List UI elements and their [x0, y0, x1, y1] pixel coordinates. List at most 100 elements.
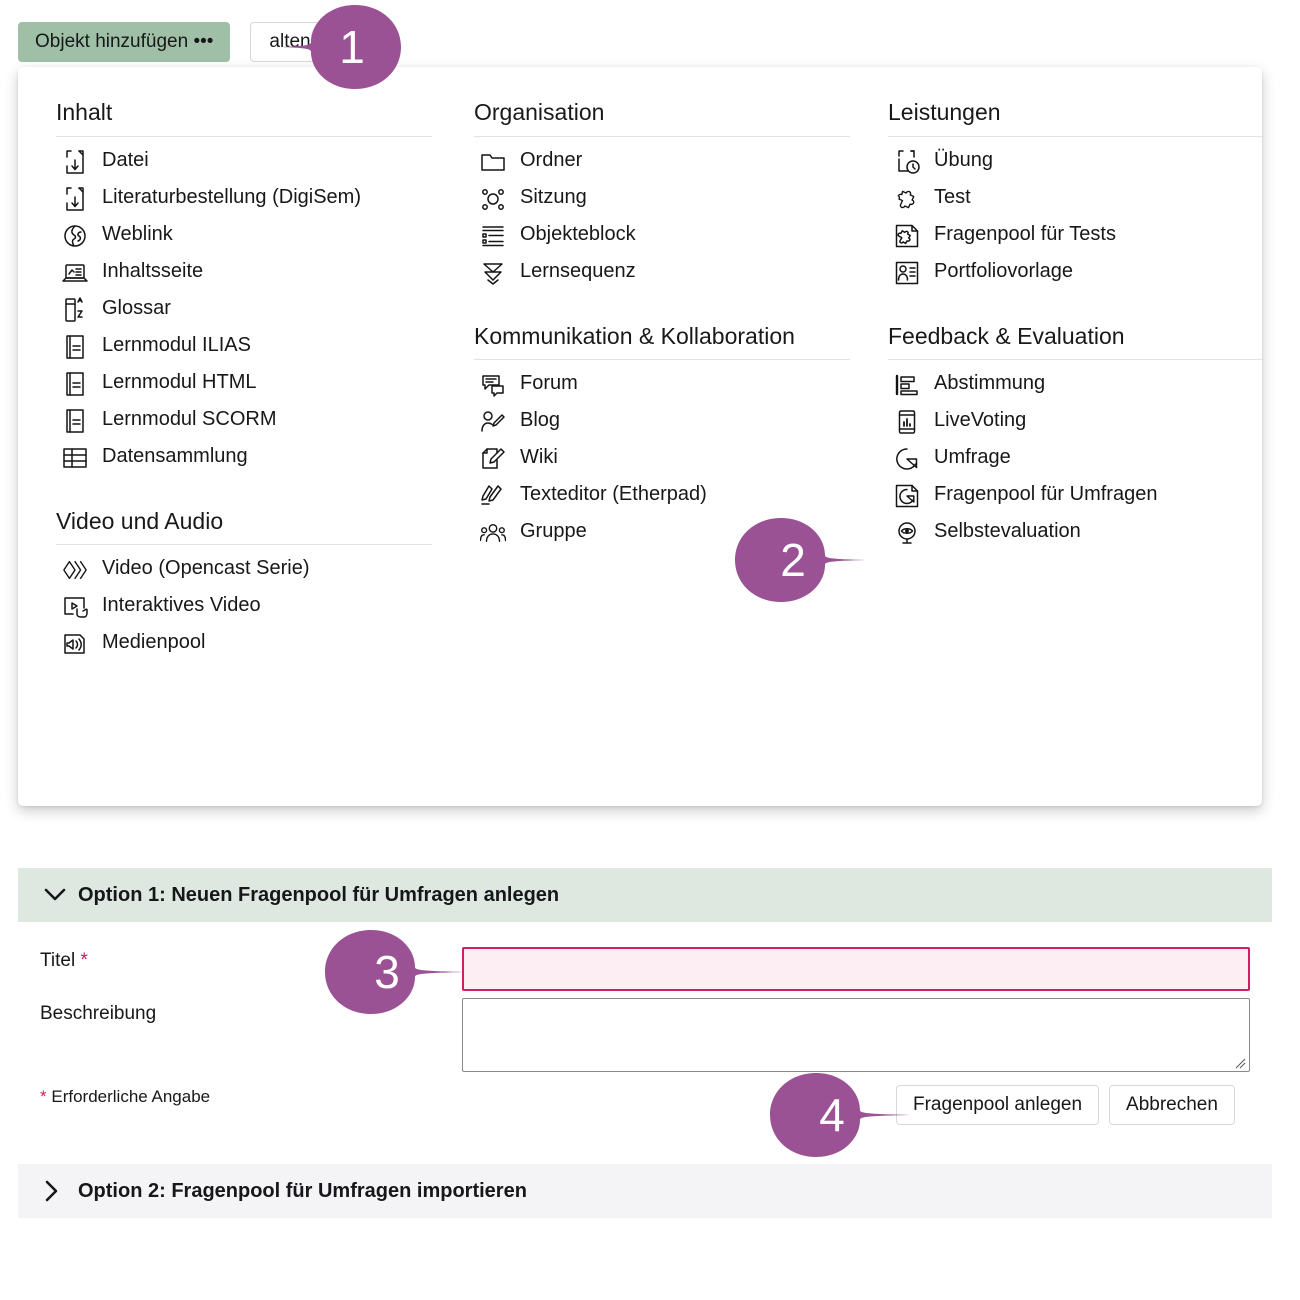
menu-item-fragenpool-f-r-umfragen[interactable]: Fragenpool für Umfragen: [888, 477, 1264, 514]
menu-item-medienpool[interactable]: Medienpool: [56, 625, 432, 662]
menu-item-wiki[interactable]: Wiki: [474, 440, 850, 477]
menu-item-lernmodul-ilias[interactable]: Lernmodul ILIAS: [56, 328, 432, 365]
menu-item-literaturbestellung-digisem[interactable]: Literaturbestellung (DigiSem): [56, 180, 432, 217]
menu-item-label: Forum: [520, 372, 578, 395]
menu-item-label: Interaktives Video: [102, 594, 261, 617]
add-object-button[interactable]: Objekt hinzufügen •••: [18, 22, 231, 62]
menu-item-livevoting[interactable]: LiveVoting: [888, 403, 1264, 440]
callout-marker-1: 1: [281, 5, 401, 89]
menu-item-lernmodul-scorm[interactable]: Lernmodul SCORM: [56, 402, 432, 439]
menu-item-forum[interactable]: Forum: [474, 366, 850, 403]
interactive-video-icon: [62, 594, 88, 620]
menu-item-interaktives-video[interactable]: Interaktives Video: [56, 588, 432, 625]
learning-sequence-icon: [480, 260, 506, 286]
content-page-icon: [62, 260, 88, 286]
section-header: Inhalt: [56, 99, 432, 137]
cancel-button[interactable]: Abbrechen: [1109, 1085, 1235, 1125]
menu-item-portfoliovorlage[interactable]: Portfoliovorlage: [888, 254, 1264, 291]
resize-grip-icon: [1235, 1058, 1246, 1069]
video-series-icon: [62, 557, 88, 583]
section-header: Feedback & Evaluation: [888, 323, 1264, 361]
menu-item-fragenpool-f-r-tests[interactable]: Fragenpool für Tests: [888, 217, 1264, 254]
option2-accordion-header[interactable]: Option 2: Fragenpool für Umfragen import…: [18, 1164, 1272, 1218]
menu-item-lernsequenz[interactable]: Lernsequenz: [474, 254, 850, 291]
option1-accordion-header[interactable]: Option 1: Neuen Fragenpool für Umfragen …: [18, 868, 1272, 922]
menu-item-label: Ordner: [520, 148, 583, 171]
menu-item-bung[interactable]: Übung: [888, 143, 1264, 180]
menu-item-texteditor-etherpad[interactable]: Texteditor (Etherpad): [474, 477, 850, 514]
menu-item-label: Übung: [934, 148, 993, 171]
menu-item-label: Lernsequenz: [520, 259, 636, 282]
titel-input[interactable]: [462, 947, 1250, 991]
question-pool-tests-icon: [894, 223, 920, 249]
chevron-right-icon: [44, 1180, 70, 1202]
menu-item-ordner[interactable]: Ordner: [474, 143, 850, 180]
session-icon: [480, 186, 506, 212]
menu-item-label: Gruppe: [520, 520, 587, 543]
menu-item-datei[interactable]: Datei: [56, 143, 432, 180]
menu-item-glossar[interactable]: Glossar: [56, 291, 432, 328]
menu-item-label: Datei: [102, 148, 149, 171]
menu-item-selbstevaluation[interactable]: Selbstevaluation: [888, 514, 1264, 551]
globe-icon: [62, 223, 88, 249]
survey-pie-icon: [894, 446, 920, 472]
callout-marker-4: 4: [770, 1073, 910, 1157]
group-icon: [480, 520, 506, 546]
menu-item-umfrage[interactable]: Umfrage: [888, 440, 1264, 477]
object-block-icon: [480, 223, 506, 249]
question-pool-surveys-icon: [894, 483, 920, 509]
menu-item-label: Objekteblock: [520, 222, 636, 245]
menu-item-label: Medienpool: [102, 631, 206, 654]
menu-item-objekteblock[interactable]: Objekteblock: [474, 217, 850, 254]
menu-item-video-opencast-serie[interactable]: Video (Opencast Serie): [56, 551, 432, 588]
menu-item-label: Texteditor (Etherpad): [520, 483, 707, 506]
self-evaluation-eye-icon: [894, 520, 920, 546]
option2-title: Option 2: Fragenpool für Umfragen import…: [78, 1179, 527, 1202]
test-puzzle-icon: [894, 186, 920, 212]
required-asterisk: *: [80, 950, 88, 971]
menu-item-inhaltsseite[interactable]: Inhaltsseite: [56, 254, 432, 291]
section-header: Organisation: [474, 99, 850, 137]
menu-item-abstimmung[interactable]: Abstimmung: [888, 366, 1264, 403]
menu-item-blog[interactable]: Blog: [474, 403, 850, 440]
menu-item-label: Umfrage: [934, 446, 1011, 469]
menu-item-label: Wiki: [520, 446, 558, 469]
option1-title: Option 1: Neuen Fragenpool für Umfragen …: [78, 883, 560, 906]
menu-item-test[interactable]: Test: [888, 180, 1264, 217]
menu-item-label: Abstimmung: [934, 372, 1046, 395]
menu-item-label: Literaturbestellung (DigiSem): [102, 185, 362, 208]
section-header: Video und Audio: [56, 508, 432, 546]
menu-item-label: Portfoliovorlage: [934, 259, 1073, 282]
beschreibung-textarea[interactable]: [462, 998, 1250, 1072]
menu-item-label: Video (Opencast Serie): [102, 557, 310, 580]
folder-icon: [480, 149, 506, 175]
file-download-icon: [62, 186, 88, 212]
form-buttons: Fragenpool anlegen Abbrechen: [896, 1085, 1235, 1125]
menu-item-weblink[interactable]: Weblink: [56, 217, 432, 254]
poll-bars-icon: [894, 372, 920, 398]
exercise-clock-icon: [894, 149, 920, 175]
menu-item-datensammlung[interactable]: Datensammlung: [56, 439, 432, 476]
menu-item-label: Weblink: [102, 222, 173, 245]
forum-icon: [480, 372, 506, 398]
etherpad-icon: [480, 483, 506, 509]
learning-module-icon: [62, 371, 88, 397]
menu-item-label: LiveVoting: [934, 409, 1027, 432]
menu-item-sitzung[interactable]: Sitzung: [474, 180, 850, 217]
learning-module-icon: [62, 334, 88, 360]
menu-item-lernmodul-html[interactable]: Lernmodul HTML: [56, 365, 432, 402]
blog-icon: [480, 409, 506, 435]
menu-item-label: Test: [934, 185, 971, 208]
menu-item-label: Datensammlung: [102, 444, 248, 467]
menu-item-label: Lernmodul ILIAS: [102, 333, 251, 356]
livevoting-phone-icon: [894, 409, 920, 435]
create-question-pool-button[interactable]: Fragenpool anlegen: [896, 1085, 1100, 1125]
learning-module-icon: [62, 408, 88, 434]
menu-item-label: Lernmodul HTML: [102, 370, 257, 393]
menu-item-label: Blog: [520, 409, 561, 432]
menu-item-gruppe[interactable]: Gruppe: [474, 514, 850, 551]
titel-label: Titel *: [40, 950, 88, 971]
table-grid-icon: [62, 445, 88, 471]
